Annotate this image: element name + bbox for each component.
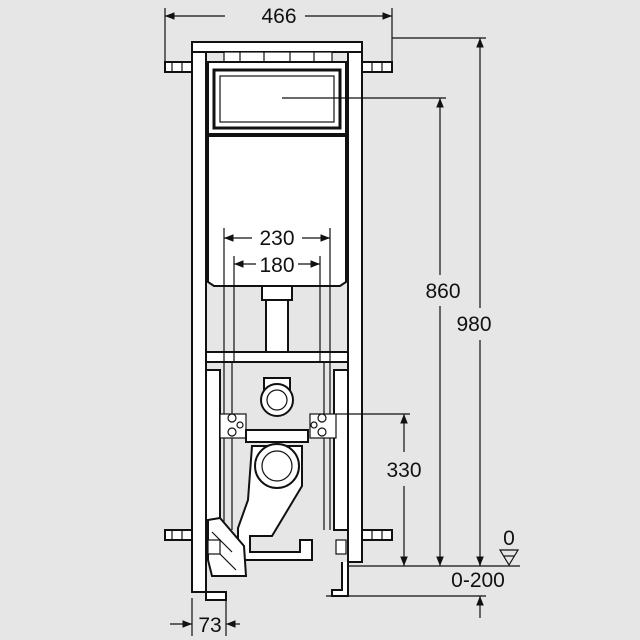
dimension-330-label: 330	[386, 459, 421, 482]
dimension-466: 466	[164, 5, 393, 62]
dimension-0-200-label: 0-200	[451, 569, 505, 592]
bolt-left-upper	[227, 413, 237, 423]
bolt-right-lower	[317, 427, 327, 437]
middle-crossbar	[205, 351, 349, 363]
flush-pipe	[265, 299, 289, 353]
dimension-230: 230	[223, 227, 331, 362]
floor-zero-marker	[498, 549, 520, 567]
frame	[164, 41, 393, 601]
dimension-466-label: 466	[261, 5, 296, 28]
bolt-right-upper	[317, 413, 327, 423]
bolt-left-lower	[227, 427, 237, 437]
bottom-right-bracket	[361, 529, 393, 541]
dimension-980: 980	[392, 37, 492, 566]
top-crossbar	[191, 41, 363, 53]
left-foot	[192, 591, 227, 601]
lower-assembly	[205, 362, 349, 577]
dimension-980-label: 980	[456, 313, 491, 336]
top-right-bracket	[361, 61, 393, 73]
dimension-73: 73	[170, 598, 240, 637]
bottom-left-bracket	[164, 529, 193, 541]
flush-outlet	[260, 383, 294, 417]
top-left-bracket	[164, 61, 193, 73]
cistern-tank	[207, 135, 347, 287]
dimension-860: 860	[282, 97, 461, 566]
dimension-230-label: 230	[259, 227, 294, 250]
dimension-180-label: 180	[259, 254, 294, 277]
left-upright	[191, 41, 207, 593]
right-foot	[331, 562, 349, 597]
dimension-73-label: 73	[198, 614, 221, 637]
dimension-0-200: 0-200	[326, 560, 505, 618]
floor-zero-label: 0	[503, 527, 515, 550]
floor-reference: 0	[348, 527, 520, 567]
cistern	[207, 51, 347, 353]
dimension-330: 330	[336, 413, 422, 566]
right-upright	[347, 41, 363, 563]
dimension-860-label: 860	[425, 280, 460, 303]
dimension-180: 180	[233, 254, 321, 362]
